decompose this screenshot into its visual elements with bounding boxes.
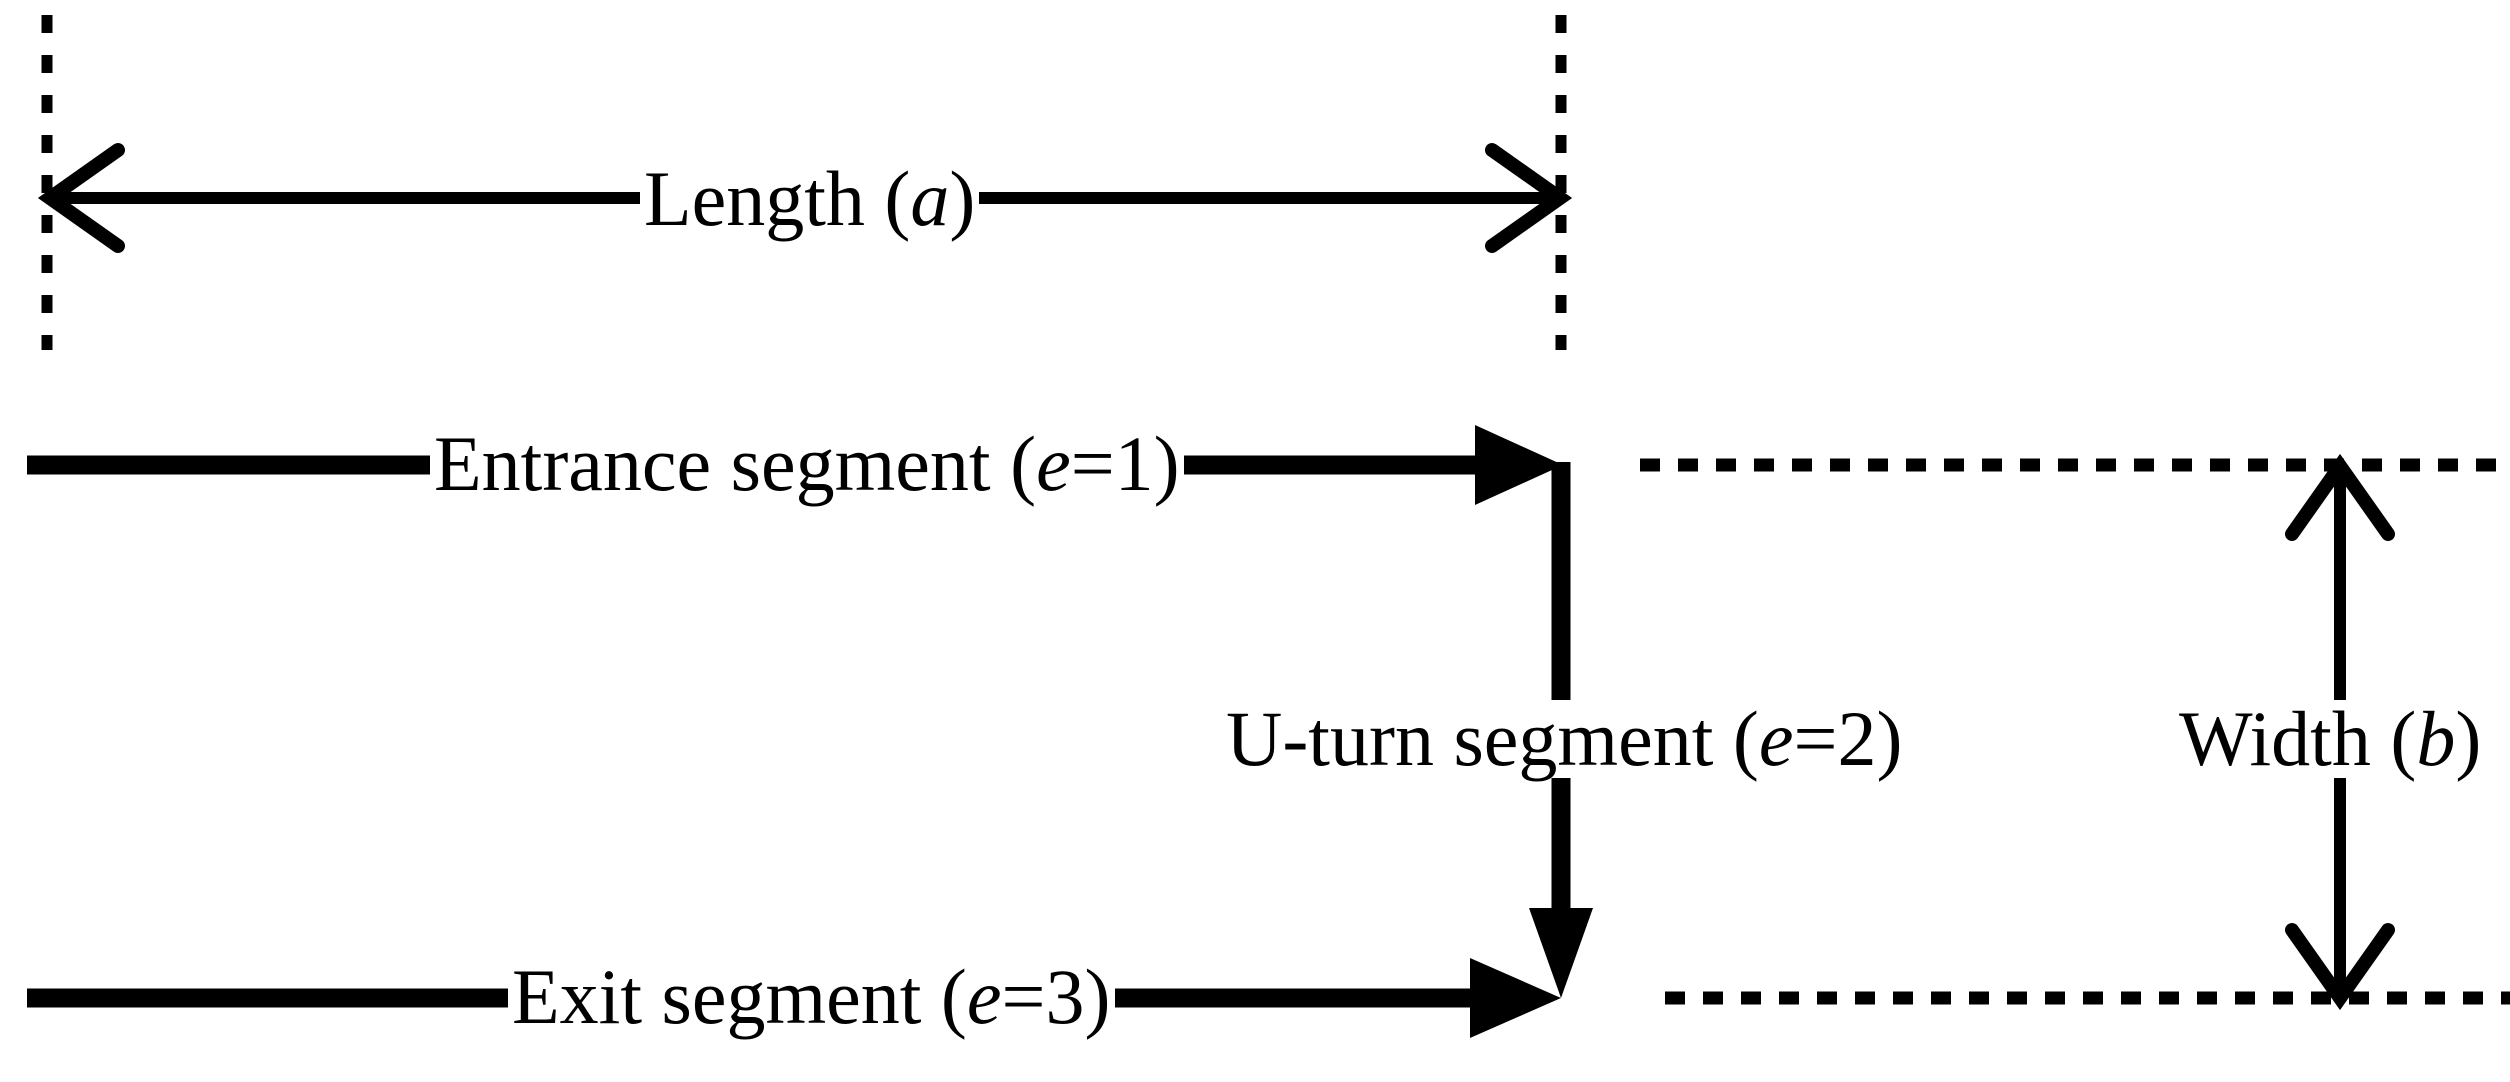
uturn-segment-path <box>1529 462 1593 998</box>
width-bottom-arrowhead <box>2285 923 2395 1011</box>
width-label-suffix: ) <box>2455 695 2482 782</box>
uturn-label-symbol: e <box>1758 695 1794 782</box>
exit-label-symbol: e <box>966 953 1002 1040</box>
length-label-suffix: ) <box>949 155 976 242</box>
entrance-label-suffix: =1) <box>1070 420 1180 507</box>
width-top-arrowhead <box>2285 453 2395 541</box>
width-label-symbol: b <box>2416 695 2456 782</box>
uturn-segment-label: U-turn segment (e=2) <box>1222 700 1907 778</box>
entrance-label-symbol: e <box>1036 420 1071 507</box>
width-label-prefix: Width ( <box>2179 695 2417 782</box>
uturn-label-prefix: U-turn segment ( <box>1226 695 1759 782</box>
exit-label-prefix: Exit segment ( <box>512 953 967 1040</box>
entrance-segment-label: Entrance segment (e=1) <box>430 425 1184 503</box>
length-dimension-label: Length (a) <box>640 160 980 238</box>
exit-label-suffix: =3) <box>1001 953 1111 1040</box>
entrance-arrowhead <box>1475 425 1563 505</box>
exit-segment-label: Exit segment (e=3) <box>508 958 1115 1036</box>
uturn-label-suffix: =2) <box>1793 695 1903 782</box>
length-label-symbol: a <box>910 155 950 242</box>
entrance-label-prefix: Entrance segment ( <box>434 420 1037 507</box>
length-right-arrowhead <box>1485 143 1573 253</box>
width-dimension-label: Width (b) <box>2175 700 2486 778</box>
length-label-prefix: Length ( <box>644 155 911 242</box>
uturn-arrowhead <box>1529 908 1593 998</box>
exit-arrowhead <box>1470 958 1561 1038</box>
length-left-arrowhead <box>37 143 125 253</box>
